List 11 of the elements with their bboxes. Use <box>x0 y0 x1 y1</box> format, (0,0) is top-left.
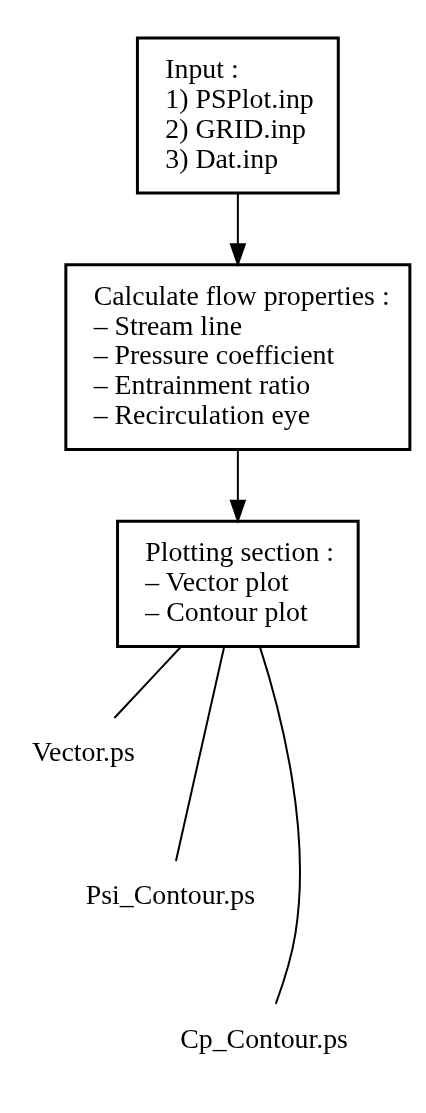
node-text: Cp_Contour.ps <box>180 1022 348 1054</box>
node-text: Vector.ps <box>32 735 135 767</box>
node-box: Calculate flow properties : – Stream line – Pressure coefficient – Entrainment ratio – Recirculation eye <box>64 262 412 451</box>
node-box: Input : 1) PSPlot.inp 2) GRID.inp 3) Dat.inp <box>135 35 340 195</box>
node-text: Psi_Contour.ps <box>85 878 256 910</box>
arrow <box>229 448 247 524</box>
arrow <box>229 191 247 267</box>
node-box: Plotting section : – Vector plot – Contour plot <box>116 519 360 648</box>
connector <box>113 645 182 719</box>
connector <box>258 645 301 1005</box>
connector <box>174 645 226 862</box>
